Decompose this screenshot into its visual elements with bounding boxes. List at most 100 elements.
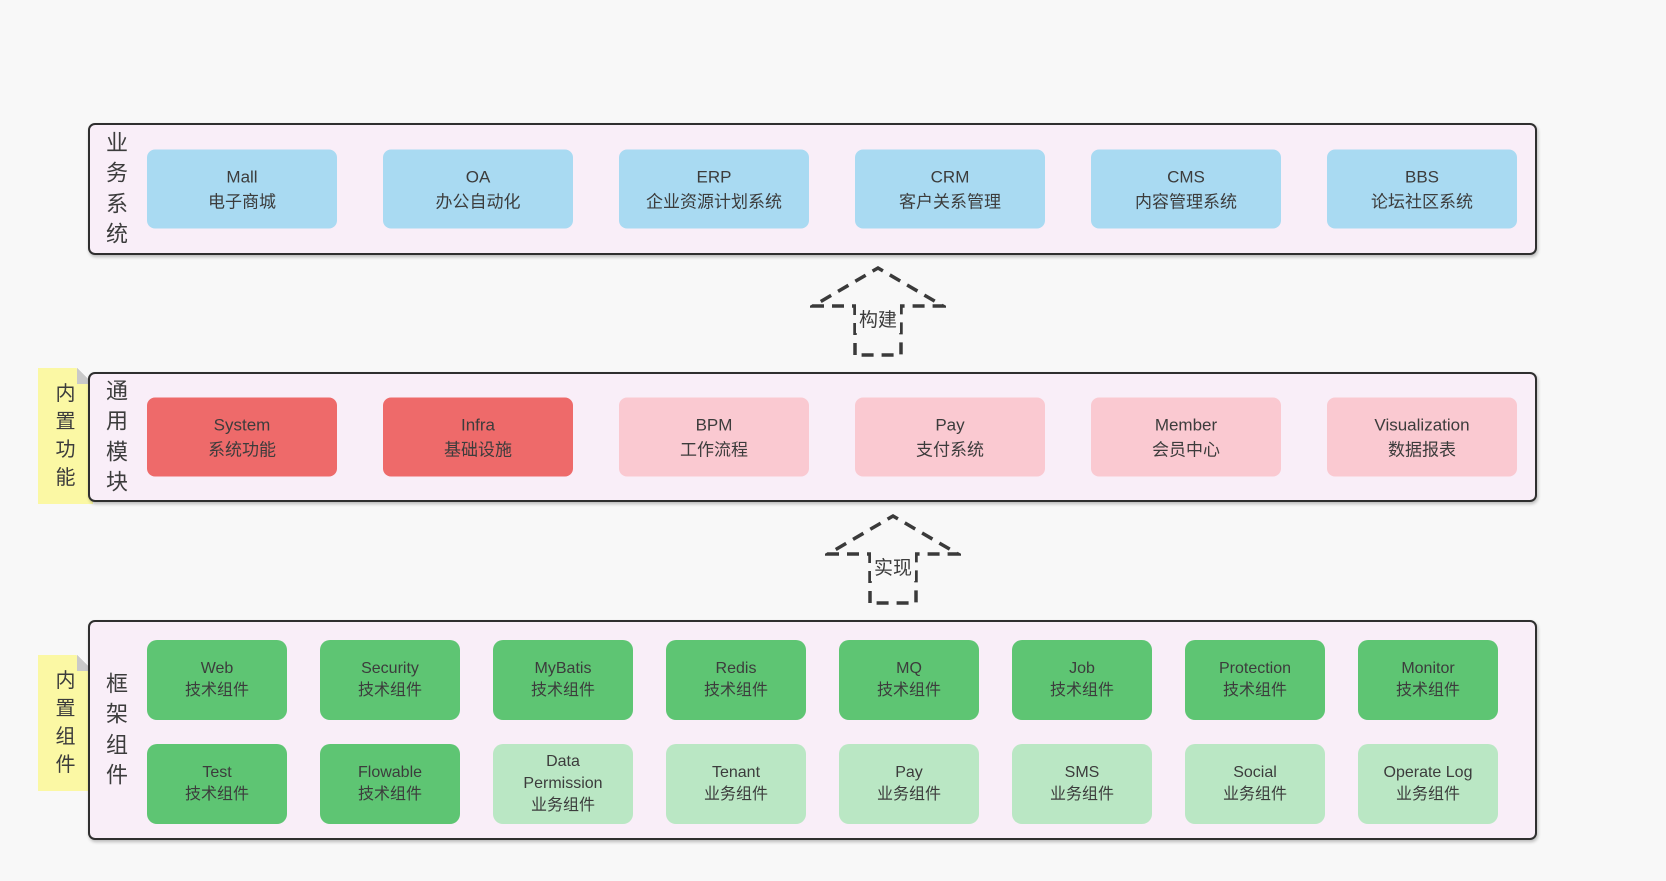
arrow-label-implement: 实现 [870, 552, 916, 581]
box-test: Test 技术组件 [147, 744, 287, 824]
box-member: Member 会员中心 [1091, 397, 1281, 477]
box-mybatis: MyBatis 技术组件 [493, 640, 633, 720]
box-title: BBS [1404, 167, 1440, 186]
box-title: Flowable [357, 764, 423, 781]
box-subtitle: 技术组件 [184, 786, 249, 803]
box-mall: Mall 电子商城 [147, 149, 337, 229]
box-title: MyBatis [534, 660, 592, 677]
box-title: System [213, 415, 271, 434]
box-pay-biz: Pay 业务组件 [839, 744, 979, 824]
framework-grid: Web 技术组件 Security 技术组件 MyBatis 技术组件 Redi… [147, 640, 1498, 824]
framework-row-1: Web 技术组件 Security 技术组件 MyBatis 技术组件 Redi… [147, 640, 1498, 720]
box-data-permission: Data Permission 业务组件 [493, 744, 633, 824]
box-title: OA [465, 167, 491, 186]
box-redis: Redis 技术组件 [666, 640, 806, 720]
box-security: Security 技术组件 [320, 640, 460, 720]
box-subtitle: 技术组件 [703, 682, 768, 699]
arrow-up-implement-icon: 实现 [825, 512, 961, 606]
layer-common-modules: 通用模块 System 系统功能 Infra 基础设施 BPM 工作流程 Pay… [88, 372, 1537, 502]
box-pay: Pay 支付系统 [855, 397, 1045, 477]
box-social: Social 业务组件 [1185, 744, 1325, 824]
box-title: Protection [1218, 660, 1292, 677]
box-crm: CRM 客户关系管理 [855, 149, 1045, 229]
box-subtitle: 业务组件 [530, 797, 595, 814]
box-web: Web 技术组件 [147, 640, 287, 720]
box-title: Pay [895, 764, 923, 781]
box-title: ERP [696, 167, 732, 186]
box-subtitle: 业务组件 [1222, 786, 1287, 803]
dashed-up-arrow-icon [825, 513, 961, 605]
box-system: System 系统功能 [147, 397, 337, 477]
business-box-row: Mall 电子商城 OA 办公自动化 ERP 企业资源计划系统 CRM 客户关系… [147, 149, 1517, 229]
box-subtitle: 数据报表 [1388, 440, 1456, 459]
box-title: Tenant [711, 764, 761, 781]
box-title: Job [1069, 660, 1095, 677]
box-bpm: BPM 工作流程 [619, 397, 809, 477]
box-oa: OA 办公自动化 [383, 149, 573, 229]
sticky-note-builtin-features: 内置功能 [38, 368, 93, 504]
box-title: Operate Log [1383, 764, 1473, 781]
box-subtitle: 系统功能 [208, 440, 276, 459]
box-subtitle: 论坛社区系统 [1371, 192, 1473, 211]
box-title: MQ [896, 660, 922, 677]
box-subtitle: 业务组件 [876, 786, 941, 803]
box-title: Redis [715, 660, 757, 677]
box-operate-log: Operate Log 业务组件 [1358, 744, 1498, 824]
box-subtitle: 会员中心 [1152, 440, 1220, 459]
box-title: Infra [460, 415, 496, 434]
box-subtitle: 企业资源计划系统 [646, 192, 782, 211]
box-subtitle: 业务组件 [1049, 786, 1114, 803]
box-subtitle: 业务组件 [703, 786, 768, 803]
box-bbs: BBS 论坛社区系统 [1327, 149, 1517, 229]
box-title: Monitor [1401, 660, 1455, 677]
sticky-note-text: 内置功能 [55, 383, 76, 489]
box-subtitle: 技术组件 [184, 682, 249, 699]
arrow-label-build: 构建 [855, 304, 901, 333]
framework-row-2: Test 技术组件 Flowable 技术组件 Data Permission … [147, 744, 1498, 824]
box-subtitle: 技术组件 [357, 786, 422, 803]
box-subtitle: 业务组件 [1395, 786, 1460, 803]
box-subtitle: 技术组件 [1049, 682, 1114, 699]
box-subtitle: 技术组件 [876, 682, 941, 699]
box-visualization: Visualization 数据报表 [1327, 397, 1517, 477]
box-title: CRM [930, 167, 970, 186]
box-monitor: Monitor 技术组件 [1358, 640, 1498, 720]
box-title: Web [200, 660, 234, 677]
box-title: Data Permission [523, 753, 603, 792]
box-title: Pay [935, 415, 965, 434]
box-cms: CMS 内容管理系统 [1091, 149, 1281, 229]
box-title: Mall [226, 167, 258, 186]
box-subtitle: 技术组件 [1395, 682, 1460, 699]
box-title: SMS [1064, 764, 1100, 781]
box-title: Visualization [1374, 415, 1470, 434]
box-title: BPM [695, 415, 733, 434]
box-subtitle: 技术组件 [357, 682, 422, 699]
box-title: Test [202, 764, 232, 781]
box-subtitle: 客户关系管理 [899, 192, 1001, 211]
box-subtitle: 办公自动化 [435, 192, 521, 211]
layer-label-common-modules: 通用模块 [105, 378, 128, 495]
layer-label-business-systems: 业务系统 [105, 130, 128, 247]
box-protection: Protection 技术组件 [1185, 640, 1325, 720]
box-title: Social [1233, 764, 1277, 781]
layer-label-framework-components: 框架组件 [105, 671, 128, 788]
box-infra: Infra 基础设施 [383, 397, 573, 477]
layer-business-systems: 业务系统 Mall 电子商城 OA 办公自动化 ERP 企业资源计划系统 CRM… [88, 123, 1537, 255]
box-mq: MQ 技术组件 [839, 640, 979, 720]
box-subtitle: 工作流程 [680, 440, 748, 459]
box-subtitle: 基础设施 [444, 440, 512, 459]
box-title: Member [1154, 415, 1218, 434]
box-subtitle: 内容管理系统 [1135, 192, 1237, 211]
box-erp: ERP 企业资源计划系统 [619, 149, 809, 229]
box-subtitle: 支付系统 [916, 440, 984, 459]
layer-framework-components: 框架组件 Web 技术组件 Security 技术组件 MyBatis 技术组件… [88, 620, 1537, 840]
box-job: Job 技术组件 [1012, 640, 1152, 720]
box-subtitle: 电子商城 [208, 192, 276, 211]
box-title: CMS [1167, 167, 1205, 186]
box-title: Security [361, 660, 419, 677]
arrow-up-build-icon: 构建 [810, 264, 946, 358]
box-subtitle: 技术组件 [530, 682, 595, 699]
dashed-up-arrow-icon [810, 265, 946, 357]
box-sms: SMS 业务组件 [1012, 744, 1152, 824]
